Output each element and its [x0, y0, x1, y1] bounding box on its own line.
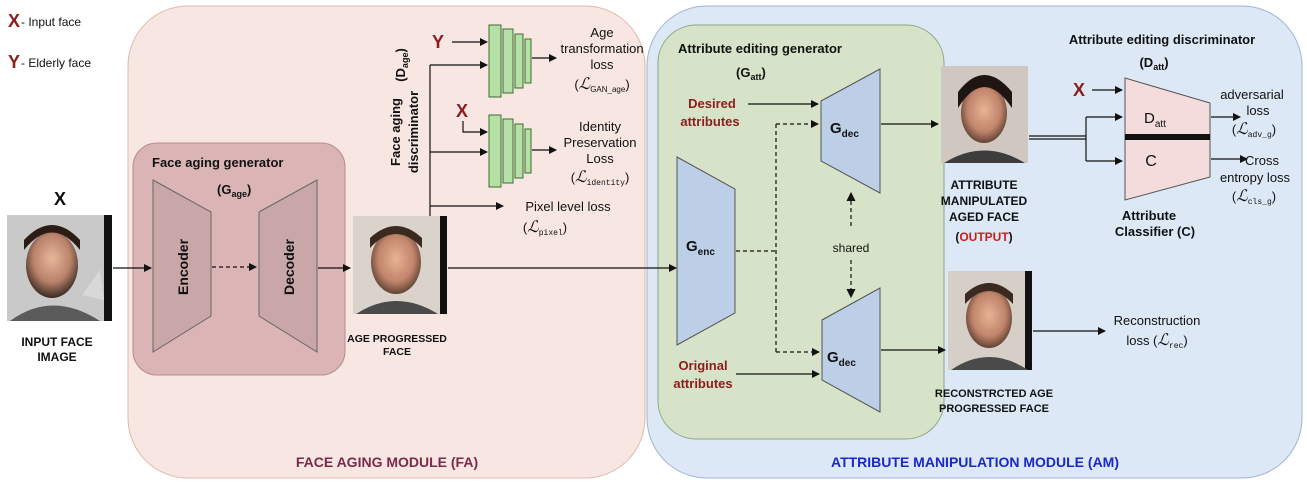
input-x-label: X [54, 189, 66, 209]
loss-rec-line1: Reconstruction [1114, 313, 1201, 328]
attribute-decoder-bottom-trapezoid [821, 287, 881, 413]
output-caption-line3: AGED FACE [949, 210, 1019, 224]
legend-y-symbol: Y [8, 52, 20, 72]
disc-divider [1125, 134, 1210, 140]
input-face-image [7, 215, 112, 321]
fa-y-input: Y [432, 32, 444, 52]
loss-age-line1: Age [590, 25, 613, 40]
att-disc-x-input: X [1073, 80, 1085, 100]
aged-caption-line2: FACE [383, 346, 411, 358]
encoder-label: Encoder [175, 238, 191, 295]
age-progressed-face-image [353, 216, 447, 314]
decoder-trapezoid [258, 179, 318, 353]
loss-age-line2: transformation [560, 41, 643, 56]
output-tag: (OUTPUT) [955, 230, 1012, 244]
reconstructed-face-image [948, 271, 1032, 370]
fa-module-title: FACE AGING MODULE (FA) [296, 454, 478, 470]
am-module-title: ATTRIBUTE MANIPULATION MODULE (AM) [831, 454, 1119, 470]
input-caption-line2: IMAGE [37, 350, 76, 364]
classifier-caption-line1: Attribute [1122, 208, 1176, 223]
attribute-decoder-top-trapezoid [820, 68, 881, 194]
recon-caption-line1: RECONSTRCTED AGE [935, 388, 1053, 400]
shared-arrowhead-bottom [846, 288, 856, 299]
loss-cls-line1: Cross [1245, 153, 1279, 168]
loss-rec-line2: loss (ℒrec) [1126, 332, 1187, 351]
loss-id-line2: Preservation [564, 135, 637, 150]
loss-adv-line2: loss [1246, 103, 1270, 118]
attribute-encoder-trapezoid [676, 156, 736, 346]
loss-id-line1: Identity [579, 119, 621, 134]
age-discriminator-network [488, 24, 532, 98]
att-disc-title: Attribute editing discriminator [1069, 32, 1255, 47]
decoder-label: Decoder [281, 238, 297, 295]
classifier-head-label: C [1145, 153, 1157, 170]
am-generator-title: Attribute editing generator [678, 41, 842, 56]
input-caption-line1: INPUT FACE [21, 335, 92, 349]
desired-attributes-line1: Desired [688, 96, 736, 111]
legend: X - Input face Y - Elderly face [8, 11, 91, 72]
recon-caption-line2: PROGRESSED FACE [939, 403, 1049, 415]
loss-pixel-line1: Pixel level loss [525, 199, 611, 214]
fa-disc-label-line2: discriminator [406, 91, 421, 173]
original-attributes-line2: attributes [673, 376, 732, 391]
loss-id-line3: Loss [586, 151, 614, 166]
original-attributes-line1: Original [678, 358, 727, 373]
fa-x-input: X [456, 101, 468, 121]
loss-cls-line2: entropy loss [1220, 170, 1291, 185]
shared-label: shared [833, 241, 870, 255]
loss-adv-line1: adversarial [1220, 87, 1284, 102]
loss-age-line3: loss [590, 57, 614, 72]
aged-caption-line1: AGE PROGRESSED [347, 333, 447, 345]
legend-y-text: - Elderly face [21, 56, 91, 70]
output-caption-line1: ATTRIBUTE [950, 178, 1017, 192]
x-input-arrow [462, 121, 488, 136]
fa-generator-title: Face aging generator [152, 155, 283, 170]
datt-head-label: Datt [1144, 110, 1166, 130]
decoder-top-symbol: Gdec [830, 120, 859, 140]
fa-disc-label-line1: Face aging [388, 98, 403, 166]
legend-x-text: - Input face [21, 15, 81, 29]
attribute-manipulated-face-image [941, 66, 1028, 163]
desired-attributes-line2: attributes [680, 114, 739, 129]
classifier-caption-line2: Classifier (C) [1115, 224, 1195, 239]
identity-discriminator-network [488, 114, 532, 188]
legend-x-symbol: X [8, 11, 20, 31]
encoder-symbol: Genc [686, 238, 715, 258]
output-caption-line2: MANIPULATED [941, 194, 1028, 208]
decoder-bottom-symbol: Gdec [827, 349, 856, 369]
shared-arrowhead-top [846, 191, 856, 202]
encoder-trapezoid [152, 179, 212, 353]
